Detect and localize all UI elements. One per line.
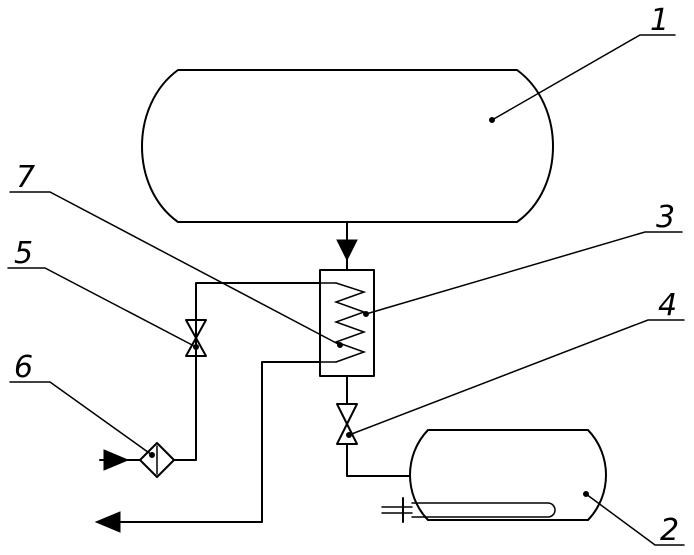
leader-3 <box>366 232 682 314</box>
flow-arrow-down <box>337 240 357 260</box>
tank-2 <box>410 430 606 520</box>
label-7: 7 <box>16 160 35 195</box>
leader-6 <box>10 382 152 455</box>
coil-7 <box>336 283 364 362</box>
pipe-return <box>120 362 320 522</box>
label-5: 5 <box>14 236 33 271</box>
label-4: 4 <box>658 288 677 323</box>
heater-element <box>412 503 555 517</box>
leader-1 <box>492 35 675 120</box>
label-6: 6 <box>14 350 33 385</box>
pipe-supply <box>174 283 320 460</box>
label-2: 2 <box>660 513 679 548</box>
return-arrow <box>96 512 120 532</box>
label-1: 1 <box>650 3 669 38</box>
label-3: 3 <box>656 200 675 235</box>
inlet-arrow <box>104 450 128 470</box>
leader-7 <box>10 192 340 345</box>
pipe-valve4-to-tank2 <box>347 444 410 476</box>
leader-4 <box>349 320 684 435</box>
valve-4 <box>337 404 357 444</box>
leader-5 <box>8 268 196 347</box>
tank-1 <box>142 70 553 222</box>
